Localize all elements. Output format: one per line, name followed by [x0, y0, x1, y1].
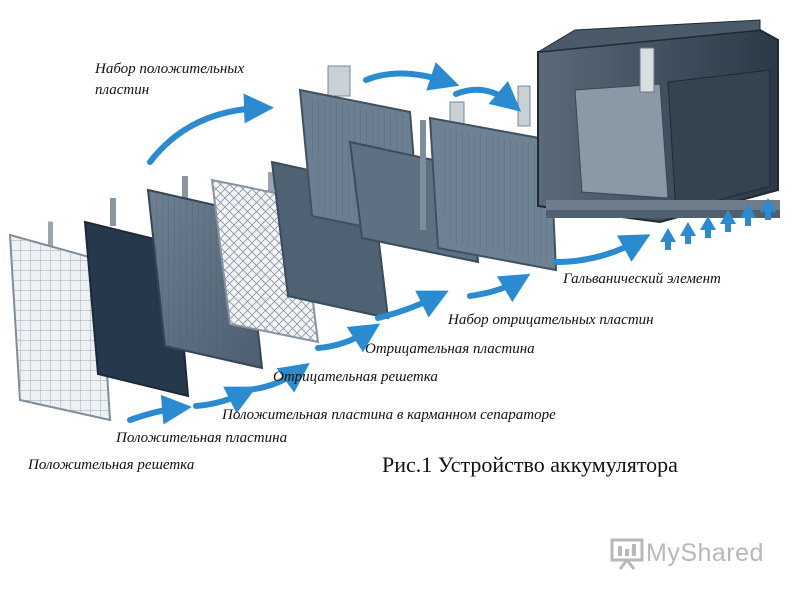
arrow-to-galvanic: [553, 234, 651, 265]
arrow-galvanic-to-negative-set: [467, 273, 531, 303]
figure-caption: Рис.1 Устройство аккумулятора: [382, 452, 678, 477]
arrow-set-to-negative-set: [363, 62, 460, 91]
arrow-positive-grid: [127, 394, 192, 425]
label-negative-set: Набор отрицательных пластин: [448, 312, 654, 328]
presentation-board-icon: [610, 538, 644, 570]
label-positive-plate-separator: Положительная пластина в карманном сепар…: [222, 407, 556, 423]
battery-arrows: [660, 198, 776, 250]
label-galvanic-element: Гальванический элемент: [563, 271, 721, 287]
arrow-negative-set-to-battery: [453, 80, 522, 112]
arrow-positive-plate: [193, 386, 257, 414]
positive-grid-part: [8, 221, 112, 422]
label-positive-set-line1: Набор положительных: [95, 61, 245, 77]
arrow-negative-plate: [375, 290, 449, 321]
negative-plate-set-part: [428, 85, 558, 272]
battery-part: [537, 19, 780, 224]
label-positive-grid: Положительная решетка: [28, 457, 195, 473]
arrow-negative-grid: [315, 323, 381, 353]
flow-arrows: [127, 62, 651, 425]
label-positive-plate: Положительная пластина: [116, 430, 288, 446]
label-negative-grid: Отрицательная решетка: [273, 369, 438, 385]
label-positive-set-line2: пластин: [95, 82, 150, 98]
arrow-to-positive-set: [147, 93, 274, 165]
label-negative-plate: Отрицательная пластина: [365, 341, 535, 357]
watermark-text: MyShared: [646, 539, 764, 567]
